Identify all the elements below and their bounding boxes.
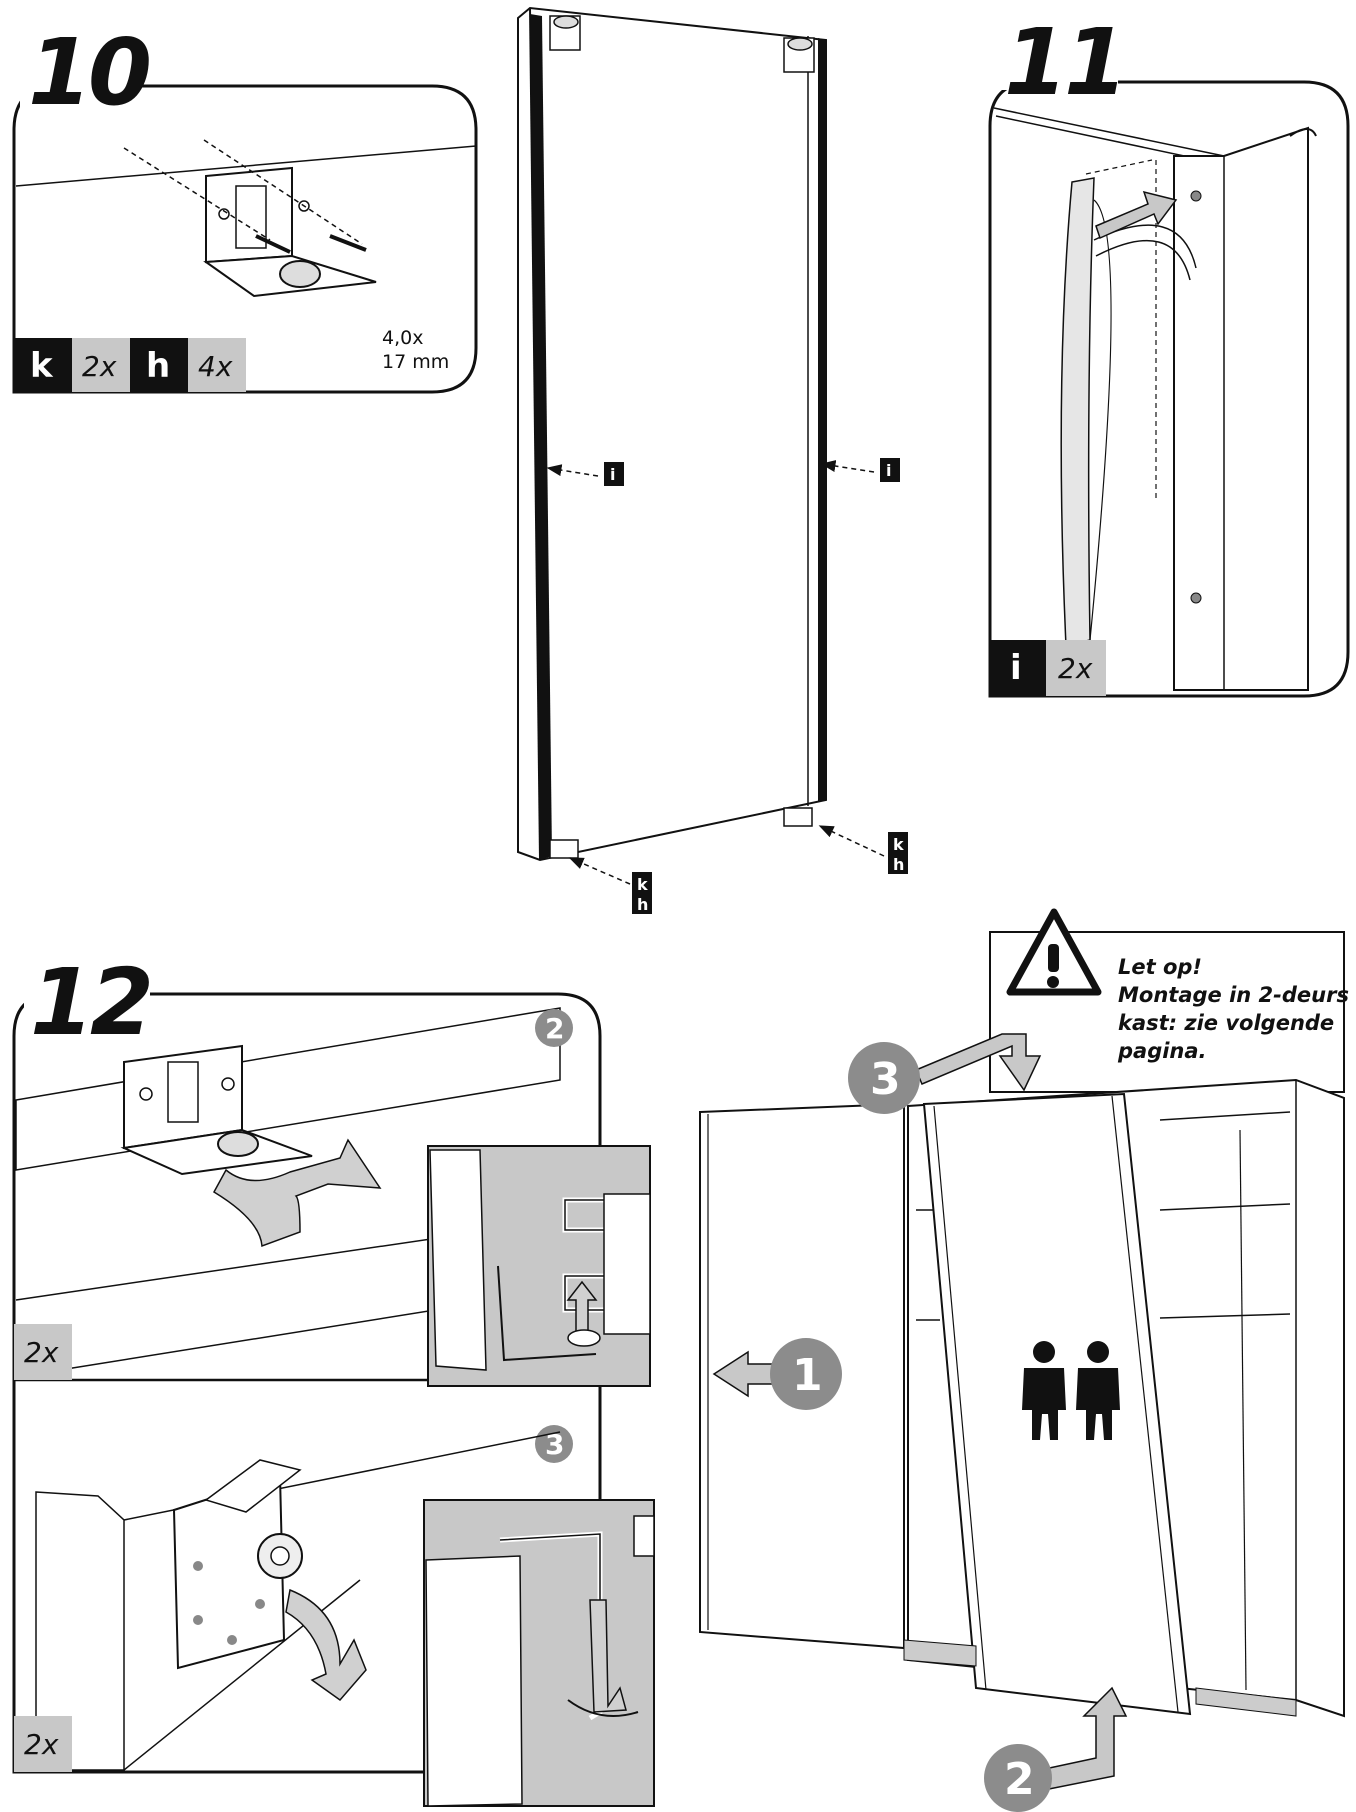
step10-panel: 10 k 2x h 4x 4,0x 17 mm	[12, 19, 478, 394]
wardrobe-step-3: 3	[870, 1054, 901, 1105]
step12-qty-b: 2x	[24, 1728, 59, 1761]
bracket-illustration	[123, 139, 377, 298]
two-persons-icon	[1022, 1341, 1120, 1440]
part-h-label: h	[146, 346, 170, 386]
door-label-i-right: i	[886, 461, 891, 480]
arrow-step-2: 2	[984, 1686, 1128, 1812]
warning-triangle-icon	[1006, 908, 1102, 996]
step11-number: 11	[1004, 9, 1124, 116]
tag-k-right: k	[893, 835, 904, 854]
wardrobe-step-2: 2	[1004, 1754, 1035, 1805]
step10-parts-row: k 2x h 4x	[14, 338, 246, 392]
bracket-bottom	[172, 1459, 303, 1670]
warning-line3: kast: zie volgende	[1118, 1011, 1334, 1035]
part-k-qty: 2x	[82, 350, 117, 383]
door-label-i-left: i	[610, 465, 615, 484]
step12-qty-a: 2x	[24, 1336, 59, 1369]
tag-h-left: h	[637, 895, 648, 914]
arrow-step-1: 1	[712, 1338, 842, 1410]
screw-size-line2: 17 mm	[382, 351, 449, 373]
step11-part-letter: i	[1010, 648, 1022, 688]
part-k-label: k	[30, 346, 54, 386]
screw-size-line1: 4,0x	[382, 327, 423, 349]
tag-h-right: h	[893, 855, 904, 874]
door-panel-illustration: i i k h k h	[517, 6, 908, 914]
warning-line4: pagina.	[1117, 1039, 1207, 1063]
top-left-bracket	[549, 15, 581, 51]
warning-line1: Let op!	[1118, 955, 1202, 979]
step12-number: 12	[30, 949, 150, 1056]
step10-number: 10	[28, 19, 149, 126]
step12-panel: 12 2 2x	[12, 949, 655, 1807]
step11-panel: 11 i 2x	[988, 9, 1350, 698]
part-h-qty: 4x	[198, 350, 233, 383]
substep-3-label: 3	[545, 1428, 564, 1461]
warning-line2: Montage in 2-deurs	[1118, 983, 1349, 1007]
warning-box: Let op! Montage in 2-deurs kast: zie vol…	[989, 908, 1349, 1093]
wardrobe-step-1: 1	[792, 1350, 823, 1401]
wardrobe-illustration: 1 2 3	[699, 1033, 1345, 1812]
inset-top	[427, 1145, 651, 1387]
step11-part-qty: 2x	[1058, 652, 1093, 685]
top-right-bracket	[783, 37, 815, 73]
bottom-left-bracket	[549, 839, 579, 859]
bottom-right-bracket	[783, 807, 813, 827]
tag-k-left: k	[637, 875, 648, 894]
bracket-top	[120, 1044, 313, 1176]
arrow-step-3: 3	[848, 1033, 1042, 1114]
inset-bottom	[423, 1499, 655, 1807]
substep-2-label: 2	[545, 1012, 564, 1045]
